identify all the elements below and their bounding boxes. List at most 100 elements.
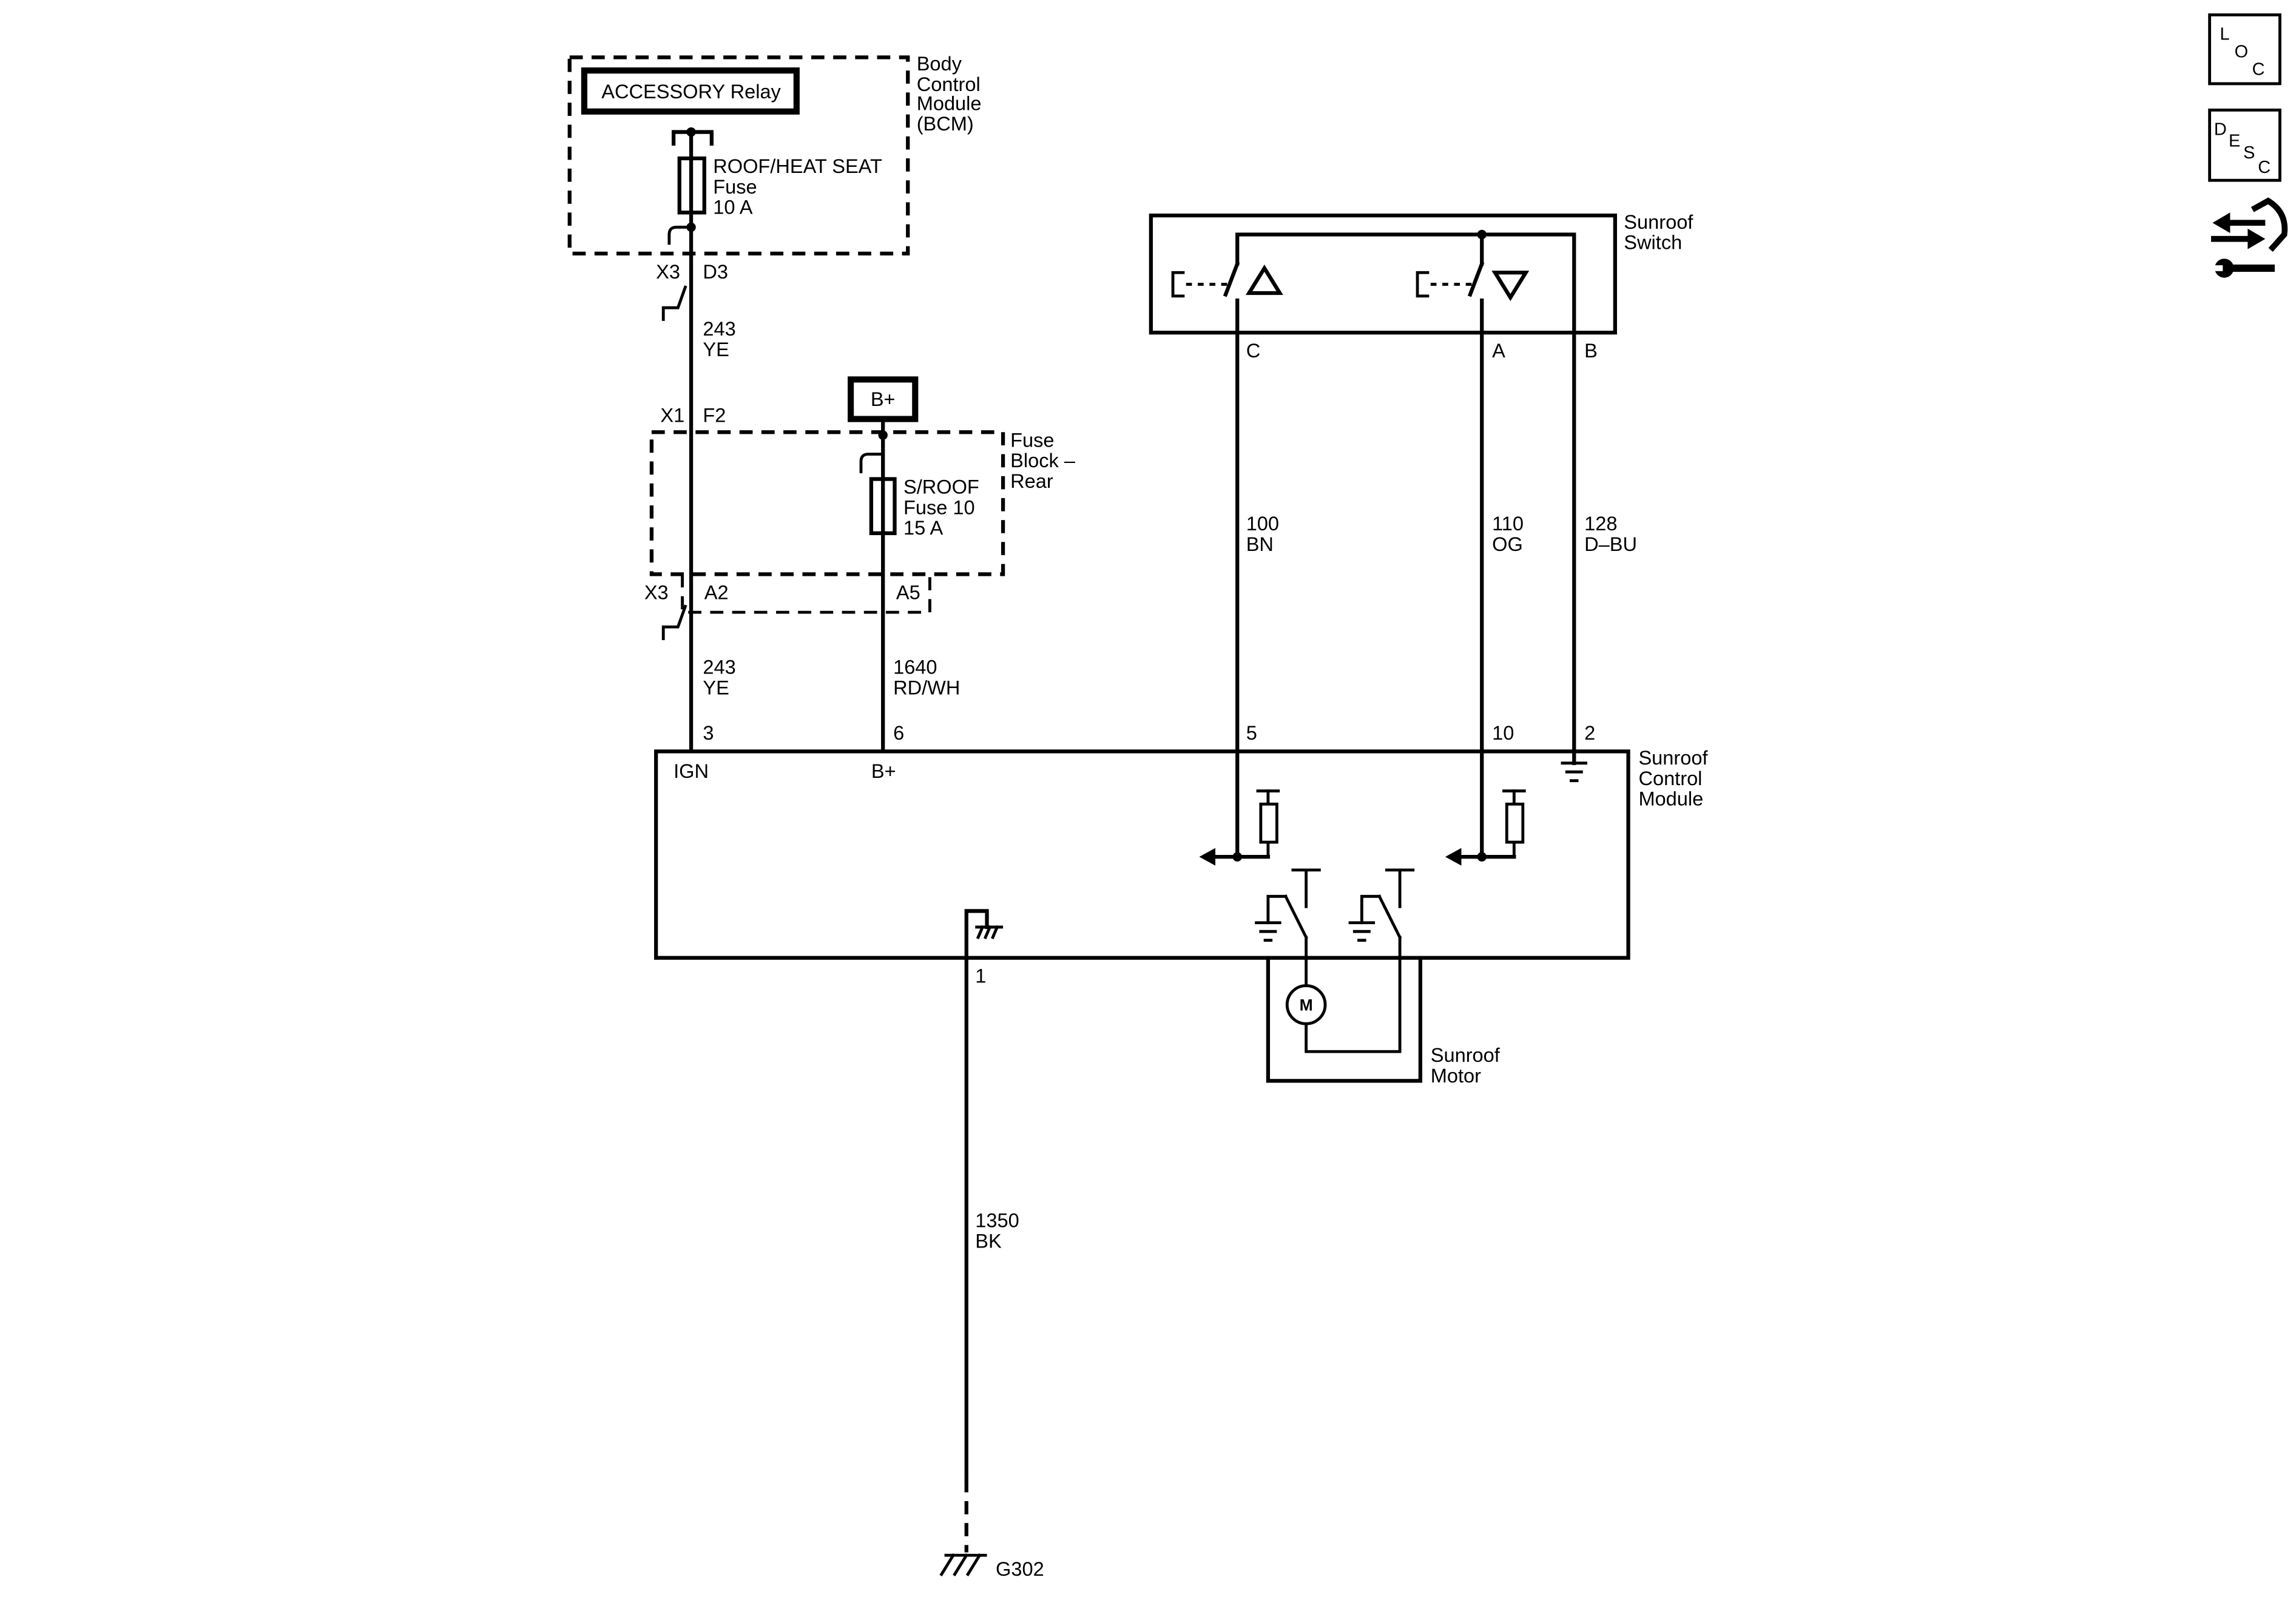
loc-letter-c: C	[2252, 59, 2265, 79]
switch-pin-a-label: A	[1492, 340, 1505, 362]
desc-letter-c: C	[2258, 158, 2271, 177]
module-pin-3: 3	[703, 722, 714, 744]
relay-2-ground-lead	[1360, 894, 1381, 925]
close-input-arrow-icon	[1445, 848, 1462, 866]
g302-hatch-2	[953, 1553, 969, 1576]
close-pullup-resistor	[1505, 802, 1525, 844]
open-input-circuit	[1199, 789, 1280, 866]
fuse-block-label-line-3: Rear	[1010, 470, 1053, 492]
module-pin-2: 2	[1584, 722, 1595, 744]
switch-pin-c-label: C	[1246, 340, 1261, 362]
bcm-label-line-2: Control	[917, 73, 981, 95]
wire-110-circuit: 110	[1492, 513, 1524, 535]
tools-hand-curve	[2250, 197, 2288, 252]
open-pullup-resistor	[1259, 802, 1278, 844]
pin-a2-label: A2	[704, 581, 729, 603]
g302-label: G302	[996, 1558, 1044, 1580]
fuse-block-outline	[649, 430, 1005, 576]
connector-x3-outline	[681, 574, 931, 614]
wire-1350-color: BK	[975, 1230, 1002, 1252]
loc-letter-l: L	[2220, 25, 2230, 44]
battery-splice-dot	[878, 430, 888, 440]
motor-relay-2	[1348, 868, 1415, 942]
fuse-block-label-line-1: Fuse	[1010, 429, 1054, 451]
wire-128-color: D–BU	[1584, 533, 1637, 555]
module-chassis-ground	[964, 909, 1004, 960]
sunroof-switch-label-line-2: Switch	[1624, 232, 1682, 254]
wire-243-lower-circuit: 243	[703, 656, 735, 678]
g302-hatch-1	[939, 1553, 956, 1576]
module-pin-1: 1	[975, 965, 986, 987]
tools-arrow-left-head	[2212, 212, 2230, 234]
relay-1-blade	[1283, 894, 1308, 940]
motor-symbol-label: M	[1300, 996, 1313, 1014]
accessory-relay-label: ACCESSORY Relay	[601, 81, 781, 103]
tools-arrow-right-head	[2247, 228, 2266, 249]
wire-243-upper-circuit: 243	[703, 318, 735, 340]
switch-open-actuator	[1171, 271, 1185, 298]
motor-lead-2	[1305, 936, 1402, 1053]
pin-f2-label: F2	[703, 404, 726, 426]
loc-button[interactable]: L O C	[2208, 13, 2281, 86]
control-module-label-line-3: Module	[1638, 788, 1703, 810]
body-control-module: Body Control Module (BCM) ACCESSORY Rela…	[567, 53, 982, 256]
wrench-jaw	[2215, 258, 2234, 278]
wire-1350-circuit: 1350	[975, 1210, 1019, 1232]
switch-pin-b-label: B	[1584, 340, 1598, 362]
wire-1640-color: RD/WH	[893, 677, 960, 698]
wire-100-circuit: 100	[1246, 513, 1279, 535]
sroof-fuse-label-line-3: 15 A	[903, 517, 943, 539]
relay-1-ground-lead	[1266, 894, 1288, 925]
module-ground-hatch-1	[976, 925, 985, 940]
wire-100-color: BN	[1246, 533, 1274, 555]
motor-relay-1	[1255, 868, 1321, 942]
control-module-label-line-1: Sunroof	[1638, 747, 1708, 769]
bcm-label-line-1: Body	[917, 53, 962, 75]
switch-close-blade	[1467, 261, 1485, 297]
pin-a5-label: A5	[896, 581, 920, 603]
desc-button-frame	[2208, 108, 2281, 182]
module-ground-hatch-2	[983, 925, 992, 940]
fuse-block-rear: X1 F2 B+ Fuse Block – Rear S/ROOF Fuse 1…	[644, 376, 1076, 754]
connector-x3-rear-label: X3	[644, 581, 669, 603]
sunroof-control-module: Sunroof Control Module IGN B+	[654, 747, 1708, 960]
connector-tools-icon[interactable]	[2211, 197, 2288, 278]
g302-hatch-3	[965, 1553, 982, 1576]
sunroof-switch-outline	[1149, 213, 1617, 335]
connector-x3-d3-symbol	[661, 285, 687, 321]
sroof-fuse-label-line-2: Fuse 10	[903, 496, 975, 518]
sroof-fuse	[869, 477, 897, 535]
wire-243-lower-color: YE	[703, 677, 729, 698]
sunroof-motor-outline	[1266, 956, 1423, 1083]
connector-x3-label: X3	[656, 261, 680, 283]
sroof-fuse-label-line-1: S/ROOF	[903, 476, 979, 498]
control-module-label-line-2: Control	[1638, 768, 1702, 789]
ground-g302: G302	[939, 1553, 1044, 1580]
relay-2-blade	[1377, 894, 1402, 940]
sunroof-motor-label-line-1: Sunroof	[1431, 1044, 1501, 1066]
accessory-relay: ACCESSORY Relay	[581, 67, 800, 115]
bcm-fuse-label-line-2: Fuse	[713, 176, 757, 198]
bcm-label-line-3: Module	[917, 92, 982, 114]
close-input-circuit	[1445, 789, 1526, 866]
module-ground-hatch-3	[991, 925, 999, 940]
switch-common-bus	[1235, 232, 1576, 765]
sunroof-motor: M Sunroof Motor	[1266, 936, 1501, 1087]
bcm-fuse-tap-hook	[667, 226, 693, 245]
loc-letter-o: O	[2235, 42, 2249, 61]
switch-close-actuator	[1416, 271, 1430, 298]
triangle-up-icon	[1245, 265, 1283, 295]
fuse-block-label-line-2: Block –	[1010, 450, 1076, 471]
desc-button[interactable]: D E S C	[2208, 108, 2281, 182]
open-input-arrow-icon	[1199, 848, 1216, 866]
sunroof-switch: Sunroof Switch C A B	[1149, 211, 1693, 765]
terminal-batt-label: B+	[871, 760, 896, 782]
switch-open-contact	[1171, 261, 1283, 298]
wire-1640-circuit: 1640	[893, 656, 937, 678]
bcm-label-line-4: (BCM)	[917, 113, 974, 135]
connector-x3-a2-symbol	[661, 604, 687, 640]
connector-x3-d3: X3 D3	[656, 261, 728, 321]
bcm-fuse-label-line-3: 10 A	[713, 197, 752, 218]
bcm-outline	[567, 55, 910, 256]
battery-source: B+	[848, 376, 919, 422]
